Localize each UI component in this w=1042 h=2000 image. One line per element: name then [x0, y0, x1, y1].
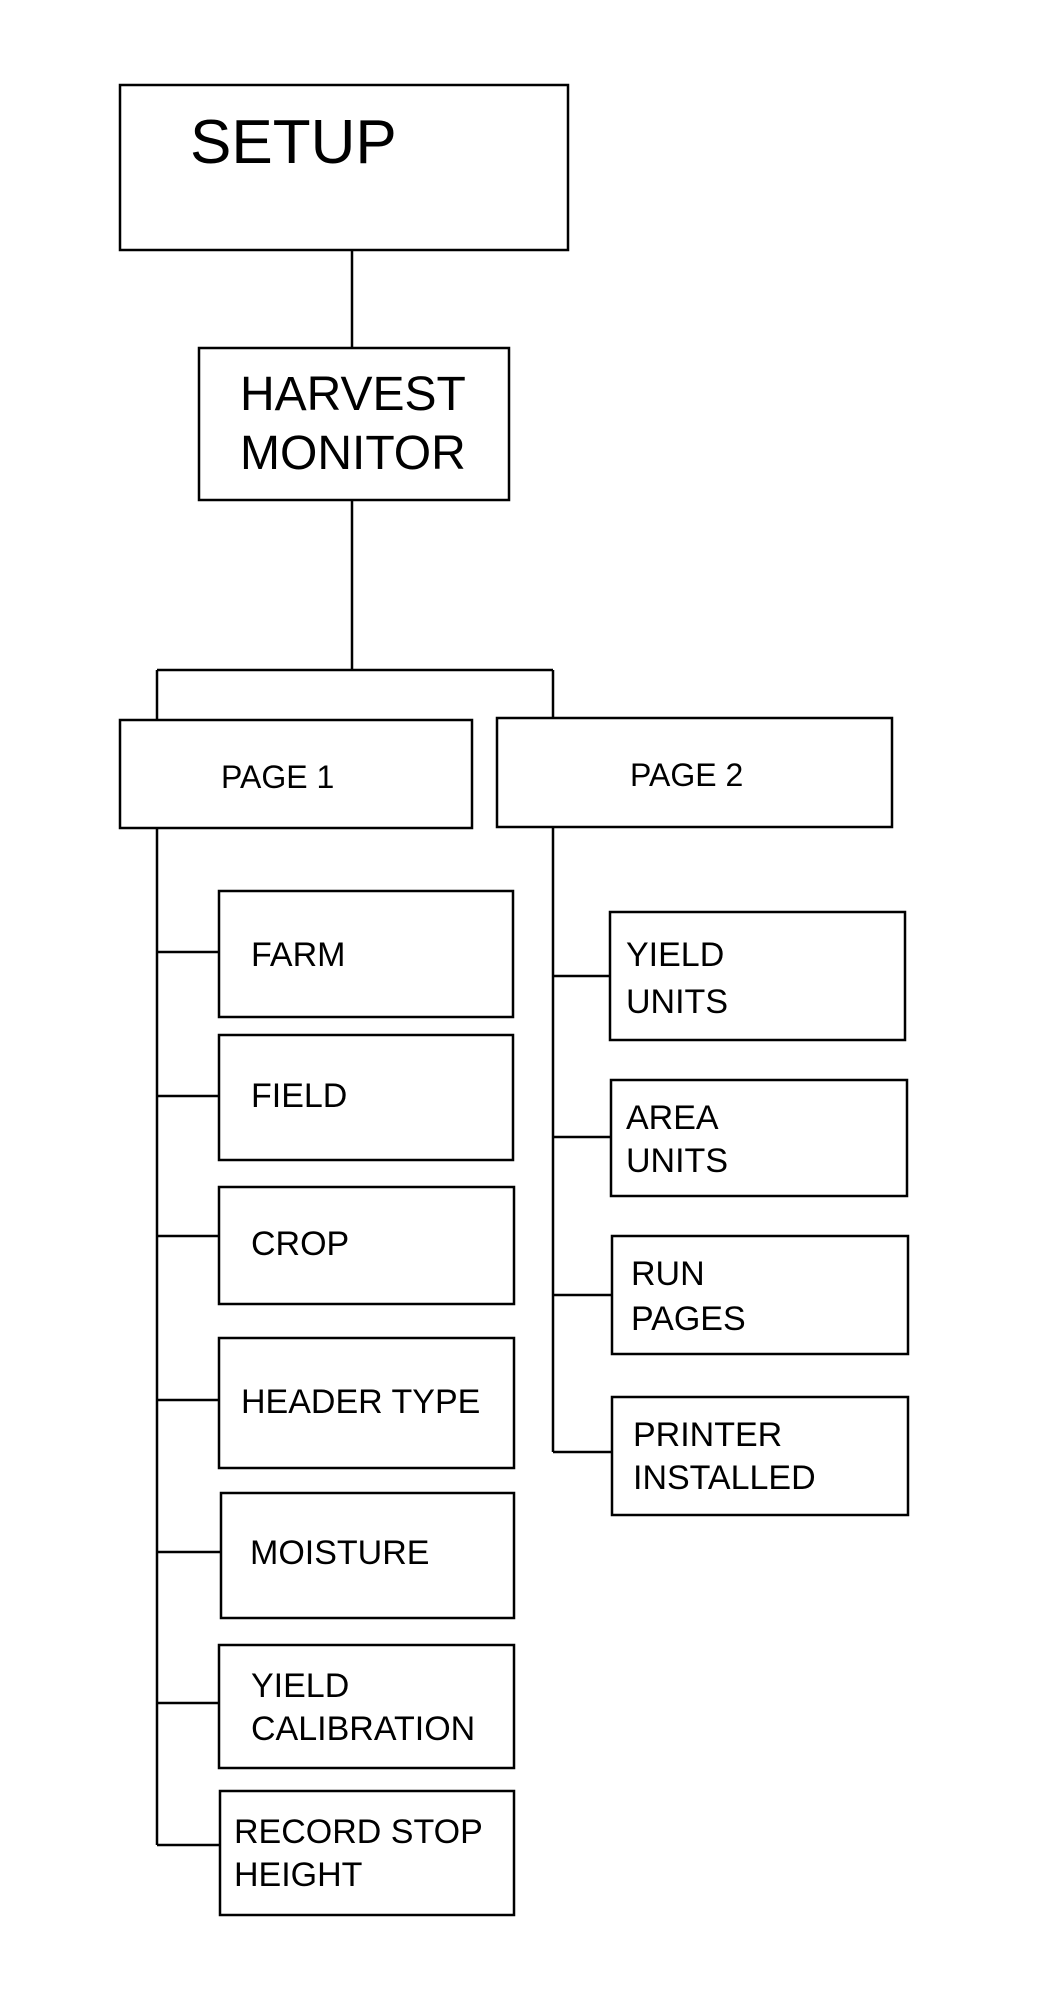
page1-label: PAGE 1 [221, 759, 334, 795]
page1-item-header-type: HEADER TYPE [217, 1336, 516, 1470]
header-type-label-line-1: HEADER TYPE [241, 1383, 480, 1421]
moisture-label: MOISTURE [250, 1534, 429, 1572]
harvest-monitor-label: HARVEST MONITOR [240, 368, 466, 480]
page1-node: PAGE 1 [118, 718, 474, 830]
printer-installed-label: PRINTER INSTALLED [633, 1416, 816, 1497]
harvest-monitor-label-line-2: MONITOR [240, 427, 466, 480]
setup-label-line-1: SETUP [190, 108, 397, 177]
harvest-monitor-node: HARVEST MONITOR [197, 346, 511, 502]
yield-units-label: YIELD UNITS [626, 936, 728, 1021]
page2-item-run-pages: RUN PAGES [610, 1234, 910, 1356]
page2-item-yield-units: YIELD UNITS [608, 910, 907, 1042]
farm-box [217, 889, 515, 1019]
page1-label-line-1: PAGE 1 [221, 759, 334, 795]
area-units-box [609, 1078, 909, 1198]
record-stop-height-label-line-1: RECORD STOP [234, 1813, 483, 1851]
yield-units-label-line-1: YIELD [626, 936, 724, 974]
printer-installed-label-line-2: INSTALLED [633, 1459, 816, 1497]
page1-box [118, 718, 474, 830]
run-pages-label-line-1: RUN [631, 1255, 705, 1293]
yield-calibration-label: YIELD CALIBRATION [251, 1667, 475, 1748]
crop-label: CROP [251, 1225, 349, 1263]
harvest-monitor-box [197, 346, 511, 502]
page1-item-field: FIELD [217, 1033, 515, 1162]
printer-installed-box [610, 1395, 910, 1517]
page2-box [495, 716, 894, 829]
printer-installed-label-line-1: PRINTER [633, 1416, 782, 1454]
run-pages-label-line-2: PAGES [631, 1300, 746, 1338]
page2-label: PAGE 2 [630, 757, 743, 793]
page2-item-area-units: AREA UNITS [609, 1078, 909, 1198]
farm-label: FARM [251, 936, 345, 974]
yield-calibration-box [217, 1643, 516, 1770]
record-stop-height-box [218, 1789, 516, 1917]
area-units-label-line-2: UNITS [626, 1142, 728, 1180]
run-pages-label: RUN PAGES [631, 1255, 746, 1338]
setup-box [118, 83, 570, 252]
header-type-label: HEADER TYPE [241, 1383, 480, 1421]
area-units-label-line-1: AREA [626, 1099, 719, 1137]
header-type-box [217, 1336, 516, 1470]
farm-label-line-1: FARM [251, 936, 345, 974]
moisture-label-line-1: MOISTURE [250, 1534, 429, 1572]
connector-lines [155, 250, 612, 1847]
field-label: FIELD [251, 1077, 347, 1115]
page1-item-crop: CROP [217, 1185, 516, 1306]
page1-item-moisture: MOISTURE [219, 1491, 516, 1620]
page1-item-yield-calibration: YIELD CALIBRATION [217, 1643, 516, 1770]
field-box [217, 1033, 515, 1162]
page2-item-printer-installed: PRINTER INSTALLED [610, 1395, 910, 1517]
run-pages-box [610, 1234, 910, 1356]
page1-item-farm: FARM [217, 889, 515, 1019]
yield-units-box [608, 910, 907, 1042]
page2-node: PAGE 2 [495, 716, 894, 829]
harvest-monitor-label-line-1: HARVEST [240, 368, 466, 421]
yield-calibration-label-line-2: CALIBRATION [251, 1710, 475, 1748]
yield-units-label-line-2: UNITS [626, 983, 728, 1021]
crop-box [217, 1185, 516, 1306]
page2-label-line-1: PAGE 2 [630, 757, 743, 793]
crop-label-line-1: CROP [251, 1225, 349, 1263]
record-stop-height-label: RECORD STOP HEIGHT [234, 1813, 483, 1894]
yield-calibration-label-line-1: YIELD [251, 1667, 349, 1705]
setup-label: SETUP [190, 108, 397, 177]
page1-item-record-stop-height: RECORD STOP HEIGHT [218, 1789, 516, 1917]
moisture-box [219, 1491, 516, 1620]
record-stop-height-label-line-2: HEIGHT [234, 1856, 362, 1894]
area-units-label: AREA UNITS [626, 1099, 728, 1180]
setup-node: SETUP [118, 83, 570, 252]
field-label-line-1: FIELD [251, 1077, 347, 1115]
